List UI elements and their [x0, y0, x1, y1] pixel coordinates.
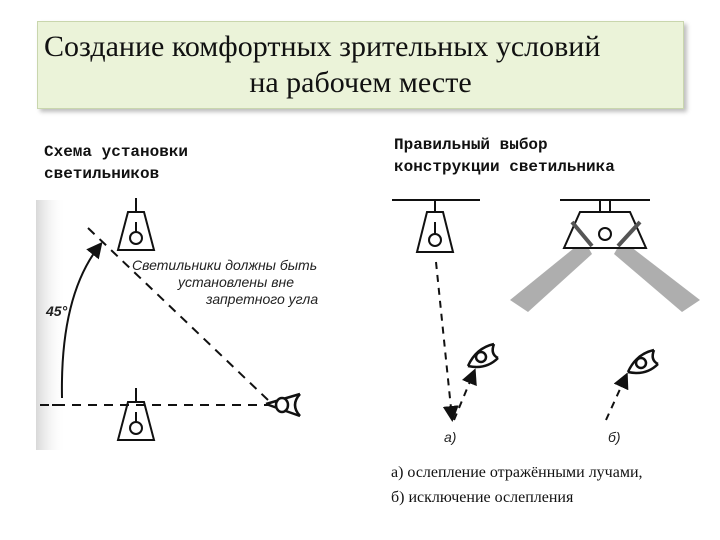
lamp-note-line-1: Светильники должны быть — [132, 257, 317, 273]
label-a: а) — [444, 429, 456, 445]
light-ray-down-a — [435, 261, 459, 422]
sight-line-diagonal — [87, 227, 269, 401]
left-heading-line-1: Схема установки — [44, 143, 189, 161]
eye-b-icon — [626, 348, 659, 375]
caption-line-1: а) ослепление отражёнными лучами, — [391, 464, 643, 481]
angle-label: 45° — [45, 303, 68, 319]
lamp-b-icon — [562, 200, 648, 249]
title-line-2: на рабочем месте — [249, 66, 472, 99]
light-beam-right-b — [614, 240, 700, 312]
left-heading: Схема установки светильников — [44, 141, 188, 185]
label-b: б) — [608, 429, 621, 445]
right-heading: Правильный выбор конструкции светильника — [394, 134, 615, 178]
right-heading-line-2: конструкции светильника — [394, 158, 615, 176]
right-caption: а) ослепление отражёнными лучами, б) иск… — [391, 460, 643, 510]
reflected-ray-a — [453, 368, 477, 421]
eye-icon — [265, 392, 301, 418]
lamp-note-line-3: запретного угла — [205, 291, 318, 307]
eye-a-icon — [466, 342, 499, 369]
slide-title: Создание комфортных зрительных условий н… — [37, 21, 684, 109]
left-faded-background — [36, 200, 66, 450]
lamp-a-icon — [415, 200, 455, 253]
upper-lamp-icon — [116, 198, 156, 251]
light-beam-left-b — [510, 240, 592, 312]
left-heading-line-2: светильников — [44, 165, 160, 183]
lower-lamp-icon — [116, 388, 156, 441]
angle-arc — [60, 241, 103, 399]
lamp-note-line-2: установлены вне — [177, 274, 294, 290]
ray-b — [605, 372, 629, 421]
title-line-1: Создание комфортных зрительных условий — [44, 30, 601, 63]
right-heading-line-1: Правильный выбор — [394, 136, 548, 154]
caption-line-2: б) исключение ослепления — [391, 489, 574, 506]
